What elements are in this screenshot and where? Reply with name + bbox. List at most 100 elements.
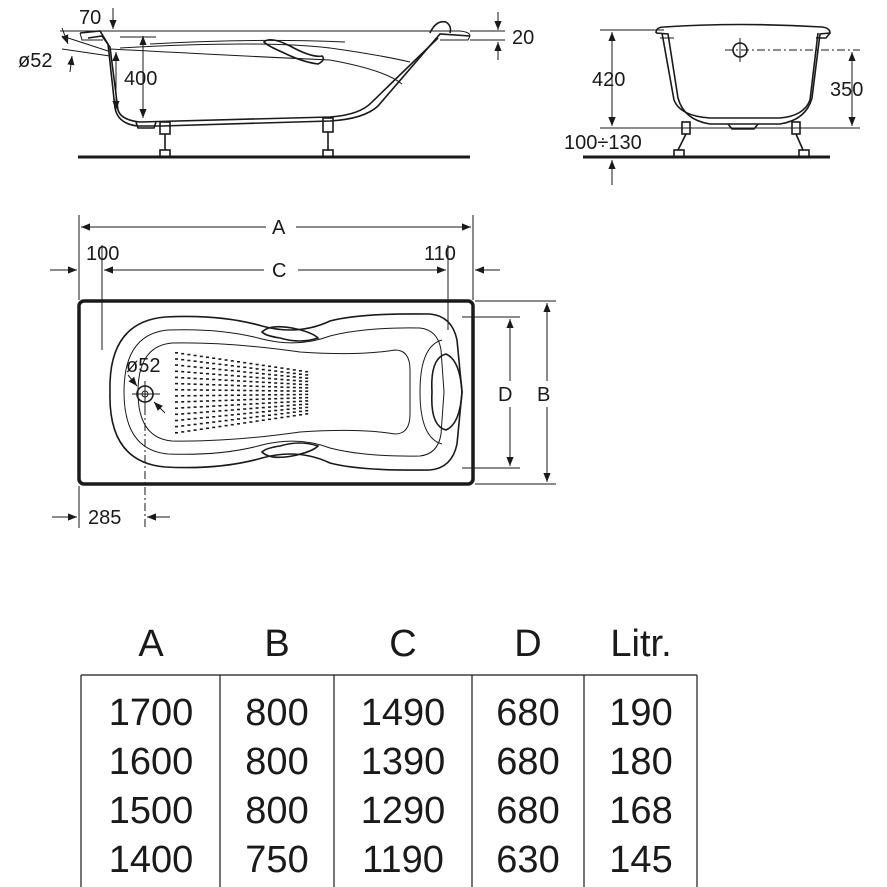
anti-slip-dot [230,423,234,426]
anti-slip-dot [175,382,178,385]
table-cell: 680 [496,790,559,832]
anti-slip-dot [305,409,309,412]
anti-slip-dot [299,414,302,416]
anti-slip-dot [199,394,203,397]
anti-slip-dot [181,431,185,433]
anti-slip-dot [243,394,247,396]
table-cell: 800 [245,741,308,783]
anti-slip-dot [187,412,191,415]
anti-slip-dot [268,394,271,396]
anti-slip-dot [255,415,259,418]
anti-slip-dot [261,394,265,396]
anti-slip-dot [181,358,185,361]
anti-slip-dot [206,383,209,386]
anti-slip-dot [286,408,290,411]
anti-slip-dot [280,371,284,373]
anti-slip-dot [268,365,271,368]
anti-slip-dot [305,400,309,402]
anti-slip-dot [230,365,234,367]
anti-slip-dot [292,397,296,399]
anti-slip-dots [175,352,309,434]
table-cell: 1500 [109,790,194,832]
table-cell: 190 [609,692,672,734]
anti-slip-dot [299,390,302,392]
anti-slip-dot [255,376,259,379]
anti-slip-dot [237,389,240,392]
anti-slip-dot [218,410,222,412]
anti-slip-dot [305,374,309,376]
anti-slip-dot [230,394,234,397]
anti-slip-dot [206,367,209,369]
dim-110-label: 110 [424,243,456,265]
anti-slip-dot [199,428,203,430]
anti-slip-dot [199,383,203,386]
anti-slip-dot [286,393,290,396]
anti-slip-dot [212,368,216,370]
anti-slip-dot [261,377,265,379]
anti-slip-dot [181,395,185,397]
anti-slip-dot [305,406,309,409]
anti-slip-dot [175,432,178,434]
anti-slip-dot [249,371,253,374]
table-cell: 800 [245,692,308,734]
dimension-table: A B C D Litr. 1700 800 1490 680 190 1600… [80,623,698,887]
anti-slip-dot [243,417,247,420]
anti-slip-dot [224,389,228,392]
anti-slip-dot [305,413,309,415]
anti-slip-dot [286,368,290,370]
anti-slip-dot [292,407,296,410]
anti-slip-dot [268,402,271,404]
anti-slip-dot [255,411,259,414]
anti-slip-dot [237,375,240,377]
anti-slip-dot [175,395,178,397]
anti-slip-dot [299,403,302,406]
anti-slip-dot [255,381,259,383]
anti-slip-dot [249,385,253,387]
anti-slip-dot [175,352,178,354]
anti-slip-dot [255,398,259,401]
anti-slip-dot [286,397,290,400]
anti-slip-dot [212,400,216,402]
anti-slip-dot [261,411,265,413]
table-row: 1600 800 1390 680 180 [109,741,673,783]
plan-handle-top [260,325,320,342]
anti-slip-dot [249,380,253,383]
anti-slip-dot [274,374,278,376]
table-row: 1400 750 1190 630 145 [109,839,673,881]
anti-slip-dot [243,361,247,364]
table-cell: 680 [496,741,559,783]
anti-slip-dot [237,413,240,416]
anti-slip-dot [187,406,191,409]
anti-slip-dot [218,405,222,407]
anti-slip-dot [199,378,203,380]
dim-d-label: D [498,384,512,406]
anti-slip-dot [224,394,228,397]
anti-slip-dot [243,375,247,378]
anti-slip-dot [274,417,278,420]
anti-slip-dot [212,426,216,429]
anti-slip-dot [218,379,222,381]
dim-a-label: A [272,217,286,239]
table-cell: 680 [496,692,559,734]
anti-slip-dot [268,390,271,392]
anti-slip-dot [299,386,302,389]
anti-slip-dot [274,405,278,408]
anti-slip-dot [187,377,191,379]
anti-slip-dot [305,390,309,392]
anti-slip-dot [292,411,296,413]
anti-slip-dot [212,421,216,423]
table-header-litr: Litr. [610,623,671,665]
anti-slip-dot [280,412,284,415]
anti-slip-dot [305,377,309,379]
anti-slip-dot [224,359,228,361]
anti-slip-dot [193,354,197,357]
anti-slip-dot [305,393,309,396]
anti-slip-dot [206,378,209,380]
anti-slip-dot [305,387,309,389]
anti-slip-dot [224,399,228,402]
anti-slip-dot [261,385,265,388]
anti-slip-dot [193,394,197,397]
anti-slip-dot [305,383,309,386]
anti-slip-dot [224,364,228,366]
anti-slip-dot [181,407,185,409]
